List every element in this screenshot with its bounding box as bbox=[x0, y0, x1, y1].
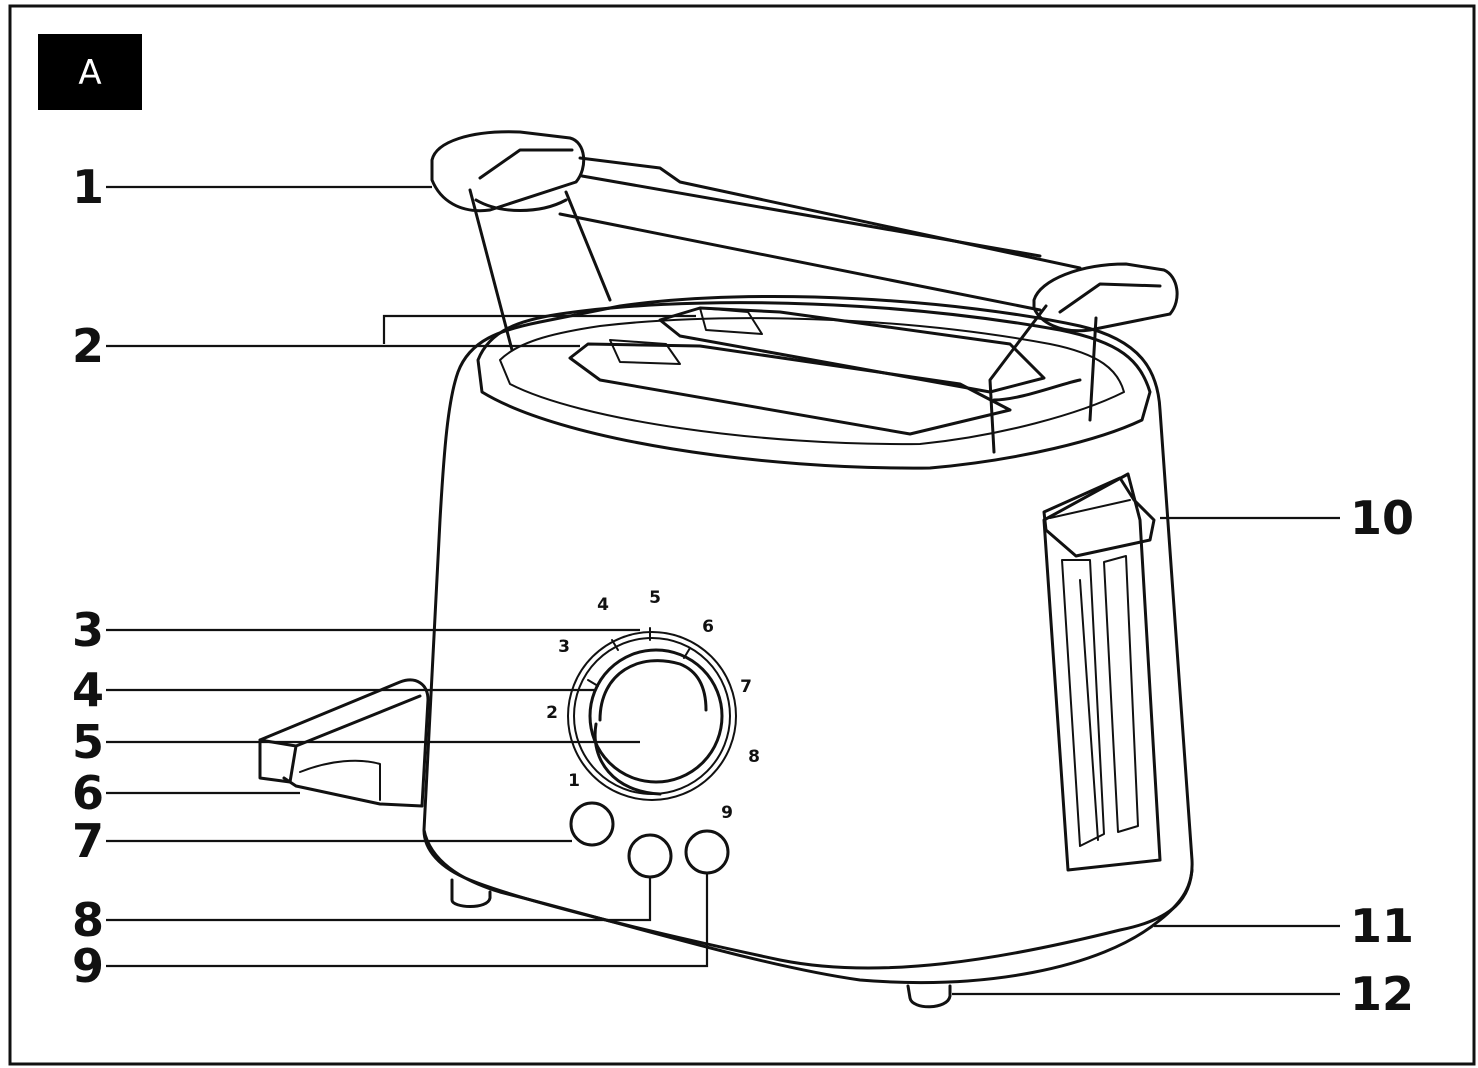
scale-7: 7 bbox=[740, 677, 752, 697]
scale-2: 2 bbox=[546, 703, 558, 723]
callout-11: 11 bbox=[1350, 899, 1414, 953]
figure-label: A bbox=[78, 53, 101, 93]
toasting-lever bbox=[1042, 476, 1156, 558]
scale-4: 4 bbox=[597, 595, 609, 615]
leader-lines bbox=[106, 185, 1340, 996]
function-button-right bbox=[684, 829, 730, 875]
figure-label-badge: A bbox=[38, 34, 142, 110]
function-button-left bbox=[569, 801, 615, 847]
callout-3: 3 bbox=[72, 603, 104, 657]
lever-slot bbox=[1042, 472, 1162, 872]
toaster-base bbox=[422, 828, 1194, 984]
toaster: 1 2 3 4 5 6 7 8 9 bbox=[258, 130, 1194, 1009]
scale-1: 1 bbox=[568, 771, 580, 791]
callout-10: 10 bbox=[1350, 491, 1414, 545]
callout-2: 2 bbox=[72, 319, 104, 373]
browning-dial bbox=[567, 627, 737, 801]
scale-3: 3 bbox=[558, 637, 570, 657]
foot-front-right bbox=[906, 984, 952, 1009]
top-rim-inner bbox=[499, 317, 1125, 446]
scale-6: 6 bbox=[702, 617, 714, 637]
callout-9: 9 bbox=[72, 939, 104, 993]
foot-front-left bbox=[450, 878, 492, 908]
scale-8: 8 bbox=[748, 747, 760, 767]
callout-numbers: 1 2 3 4 5 6 7 8 9 10 11 12 bbox=[72, 160, 1414, 1021]
function-button-middle bbox=[627, 833, 673, 879]
scale-5: 5 bbox=[649, 588, 661, 608]
callout-4: 4 bbox=[72, 663, 104, 717]
figure-frame bbox=[8, 4, 1476, 1066]
lever-ridge bbox=[1049, 499, 1131, 519]
callout-7: 7 bbox=[72, 814, 104, 868]
callout-6: 6 bbox=[72, 766, 104, 820]
slot-guide-front bbox=[609, 339, 681, 365]
callout-5: 5 bbox=[72, 715, 104, 769]
bread-slot-front bbox=[568, 342, 1012, 436]
callout-8: 8 bbox=[72, 893, 104, 947]
scale-9: 9 bbox=[721, 803, 733, 823]
bun-warmer-rack bbox=[430, 130, 1179, 454]
callout-1: 1 bbox=[72, 160, 104, 214]
crumb-tray bbox=[258, 678, 430, 808]
top-rim bbox=[476, 301, 1152, 470]
callout-12: 12 bbox=[1350, 967, 1414, 1021]
slot-guide-back bbox=[699, 307, 763, 335]
